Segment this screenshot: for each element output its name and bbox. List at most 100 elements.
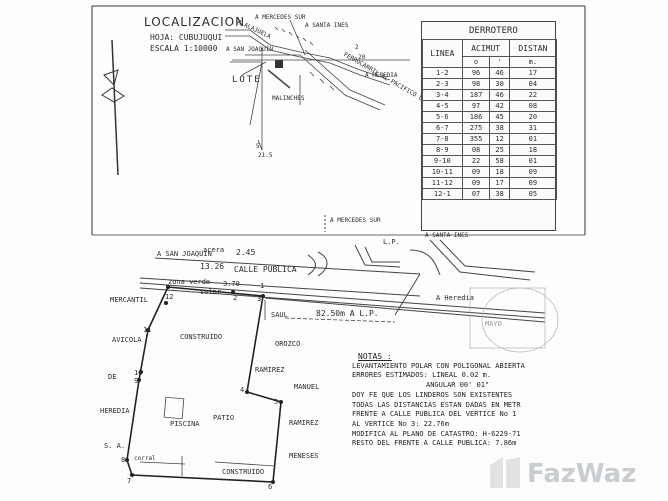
derrotero-cell: 30 — [489, 78, 510, 90]
road-label-lp: L.P. — [383, 238, 400, 246]
construido-bottom-label: CONSTRUIDO — [222, 468, 265, 476]
nota-line: FRENTE A CALLE PUBLICA DEL VERTICE No 1 — [352, 410, 517, 419]
derrotero-cell: 42 — [489, 100, 510, 112]
road-width-dimension: 13.26 — [200, 262, 225, 271]
derrotero-cell: 355 — [461, 133, 491, 145]
derrotero-cell: 07 — [461, 188, 491, 200]
nota-line: RESTO DEL FRENTE A CALLE PUBLICA: 7.86m — [352, 439, 517, 448]
derrotero-cell: 05 — [508, 188, 558, 200]
derrotero-cell: 38 — [489, 188, 510, 200]
neighbor-manuel: MANUEL — [294, 383, 320, 391]
neighbor-sa: S. A. — [104, 442, 126, 450]
derrotero-cell: 4-5 — [422, 100, 463, 112]
map-label-5: 5 — [256, 143, 260, 150]
nota-line: LEVANTAMIENTO POLAR CON POLIGONAL ABIERT… — [352, 361, 525, 370]
road-lines — [139, 215, 546, 323]
derrotero-cell: 187 — [461, 89, 491, 101]
derrotero-cell: 08 — [508, 100, 558, 112]
vertex-label-10: 10 — [134, 369, 143, 377]
notas-title: NOTAS : — [358, 352, 392, 361]
derrotero-cell: 18 — [508, 144, 558, 156]
vertex-label-1: 1 — [260, 282, 265, 290]
derrotero-cell: 22 — [508, 89, 558, 101]
derrotero-cell: 09 — [508, 166, 558, 178]
derrotero-cell: 5-6 — [422, 111, 463, 123]
derrotero-cell: 38 — [489, 122, 510, 134]
derrotero-cell: 1-2 — [422, 67, 463, 79]
nota-line: MODIFICA AL PLANO DE CATASTRO: H-6229-71 — [352, 429, 521, 438]
road-label-mercedes: A MERCEDES SUR — [330, 217, 381, 224]
derrotero-cell: 04 — [508, 78, 558, 90]
vertex-label-12: 12 — [165, 293, 174, 301]
neighbor-mercantil: MERCANTIL — [110, 296, 148, 304]
patio-label: PATIO — [213, 414, 235, 422]
vertex-points — [125, 285, 283, 484]
header-linea: LINEA — [422, 39, 463, 68]
derrotero-cell: 31 — [508, 122, 558, 134]
derrotero-cell: 01 — [508, 133, 558, 145]
stamp-date-label: MAYO — [485, 320, 502, 328]
calle-publica-label: CALLE PUBLICA — [234, 265, 297, 274]
derrotero-cell: 98 — [461, 78, 491, 90]
derrotero-cell: 17 — [508, 67, 558, 79]
derrotero-cell: 09 — [461, 177, 491, 189]
derrotero-cell: 20 — [508, 111, 558, 123]
derrotero-cell: 46 — [489, 67, 510, 79]
derrotero-table: DERROTERO LINEA ACIMUT DISTAN o ' m. 1-2… — [421, 21, 558, 231]
neighbor-heredia: HEREDIA — [100, 407, 130, 415]
location-map — [225, 19, 410, 151]
vertex-label-2: 2 — [233, 294, 238, 302]
zona-verde-dimension: 3.70 — [223, 280, 240, 288]
derrotero-cell: 08 — [461, 144, 491, 156]
derrotero-cell: 2-3 — [422, 78, 463, 90]
nota-line: TODAS LAS DISTANCIAS ESTAN DADAS EN METR — [352, 400, 521, 409]
neighbor-de: DE — [108, 373, 117, 381]
subheader-deg: o — [461, 56, 491, 68]
derrotero-cell: 45 — [489, 111, 510, 123]
acera-label: acera — [203, 246, 225, 254]
derrotero-cell: 09 — [508, 177, 558, 189]
header-acimut: ACIMUT — [461, 39, 510, 57]
map-label-20: 20 — [358, 54, 366, 61]
map-label-heredia: A HEREDIA — [365, 72, 398, 79]
map-label-san-joaquin: A SAN JOAQUIN — [226, 46, 273, 53]
notas-block: NOTAS : LEVANTAMIENTO POLAR CON POLIGONA… — [352, 352, 552, 449]
official-stamp — [469, 287, 559, 353]
alp-dimension: 82.50m A L.P. — [316, 309, 379, 318]
piscina-outline — [163, 396, 185, 420]
derrotero-cell: 46 — [489, 89, 510, 101]
derrotero-title: DERROTERO — [469, 26, 518, 36]
derrotero-cell: 18 — [489, 166, 510, 178]
vertex-label-11: 11 — [143, 326, 152, 334]
road-label-heredia: A Heredia — [436, 294, 474, 302]
vertex-label-9: 9 — [134, 377, 139, 385]
neighbor-saul: SAUL — [271, 311, 288, 319]
solar-label: solar — [200, 288, 222, 296]
map-label-2: 2 — [355, 44, 359, 51]
corral-label: corral — [134, 455, 156, 462]
subheader-m: m. — [508, 56, 558, 68]
nota-line: DOY FE QUE LOS LINDEROS SON EXISTENTES — [352, 390, 513, 399]
north-arrow-icon — [101, 39, 125, 176]
vertex-label-7: 7 — [127, 477, 132, 485]
map-label-215: 21.5 — [258, 152, 273, 159]
watermark-text: FazWaz — [527, 459, 637, 489]
fazwaz-watermark: FazWaz — [485, 452, 668, 501]
derrotero-cell: 25 — [489, 144, 510, 156]
lot-boundary — [126, 286, 282, 483]
road-label-san-joaquin: A SAN JOAQUIN — [157, 250, 212, 258]
fazwaz-logo-icon — [490, 457, 520, 488]
derrotero-cell: 12-1 — [422, 188, 463, 200]
subheader-min: ' — [489, 56, 510, 68]
